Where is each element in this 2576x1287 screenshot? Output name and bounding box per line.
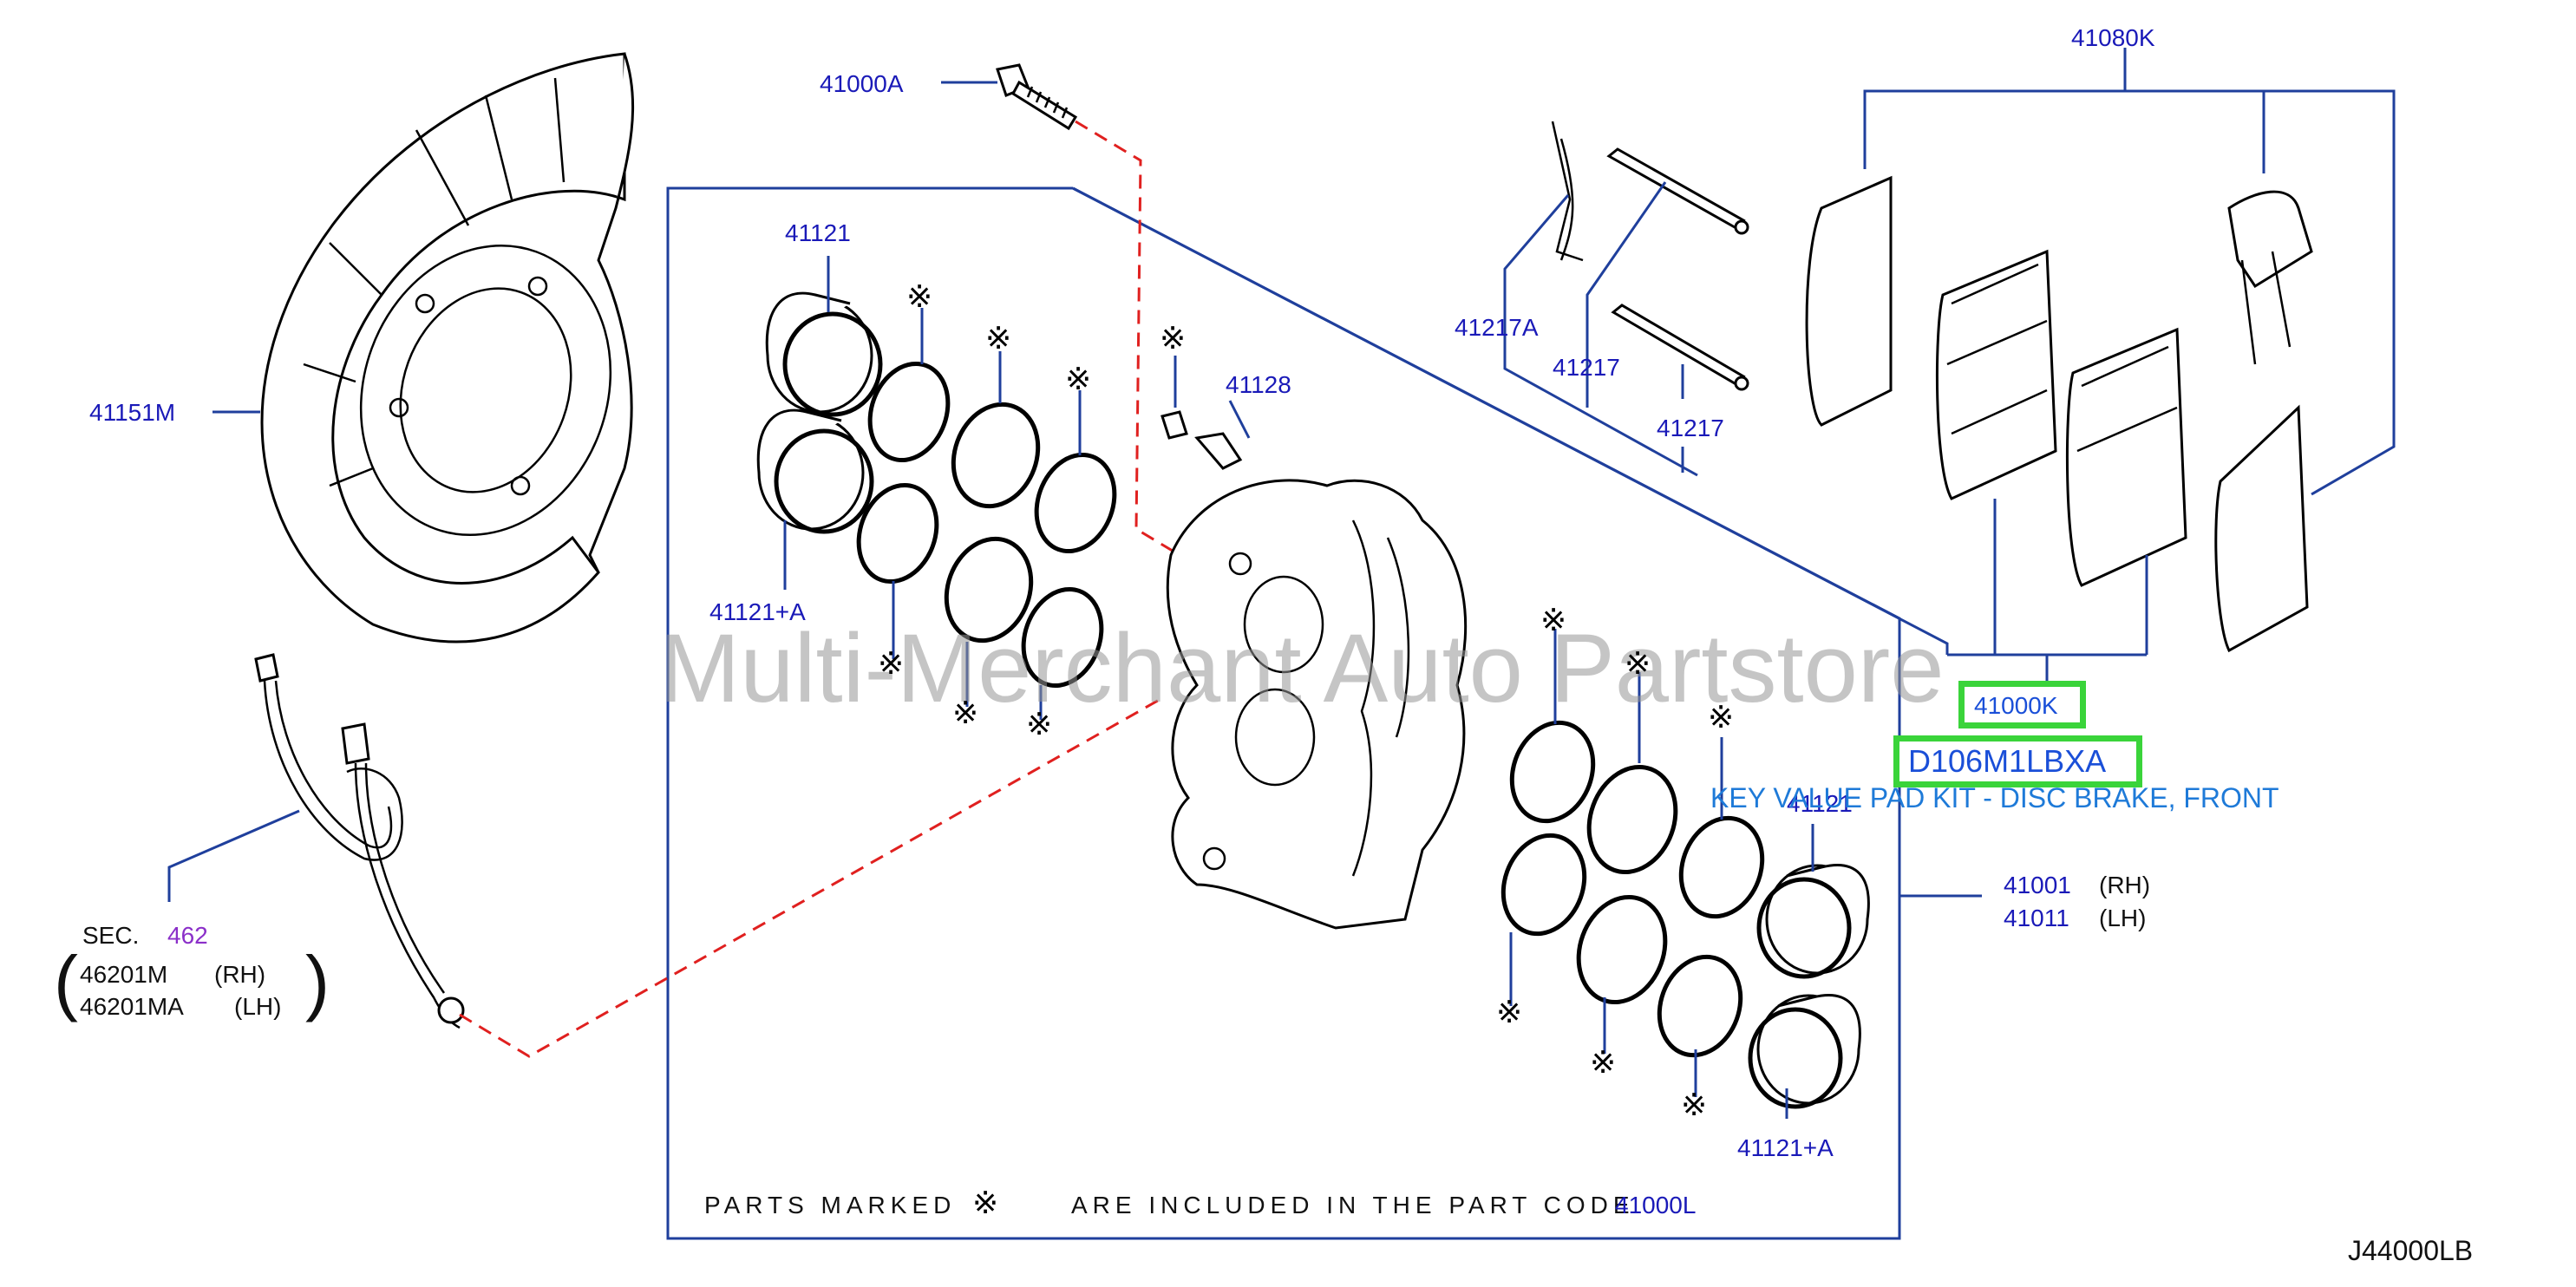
sec-label: SEC. [82,922,140,949]
brake-hose-part [254,653,465,1029]
marker-symbol-6: ※ [952,696,979,731]
marker-symbol-13: ※ [1681,1088,1708,1123]
callout-41001[interactable]: 41001 [2004,872,2071,898]
caliper-housing-part [1166,479,1468,930]
footer-note-prefix: PARTS MARKED [704,1192,957,1218]
marker-symbol-3: ※ [1065,362,1092,397]
label-lh-hose: (LH) [234,993,282,1020]
label-lh: (LH) [2099,905,2147,931]
bleeder-screw-part [1161,410,1243,470]
highlight-box-oem[interactable] [1893,735,2142,787]
marker-symbol-5: ※ [878,646,905,682]
pins-and-clips [1551,121,1749,391]
highlight-part-number[interactable]: 41000K [1974,692,2058,719]
callout-41217-b[interactable]: 41217 [1657,415,1724,441]
callout-41151M[interactable]: 41151M [89,399,176,426]
piston-lower-left [756,408,874,534]
pad-kit-parts [1805,175,2313,653]
marker-leaders-left [892,308,1082,720]
callout-41217-a[interactable]: 41217 [1553,354,1620,381]
marker-symbol-11: ※ [1496,995,1523,1030]
dust-shield-part [260,52,635,644]
label-rh: (RH) [2099,872,2151,898]
callout-41000A[interactable]: 41000A [820,70,904,97]
footer-note-suffix: ARE INCLUDED IN THE PART CODE [1071,1192,1635,1218]
paren-close: ) [305,941,330,1022]
piston-upper-left [765,291,883,417]
sec-link-462[interactable]: 462 [167,922,208,949]
callout-41121A-left[interactable]: 41121+A [709,598,806,625]
mounting-bolt-part [996,63,1078,131]
callout-41217A[interactable]: 41217A [1455,314,1539,341]
marker-symbol-9: ※ [1625,646,1651,682]
callout-41121-right-overlap[interactable]: 41121 [1787,790,1853,817]
leader-hose [167,809,300,902]
callout-41121[interactable]: 41121 [785,219,851,246]
callout-41128[interactable]: 41128 [1226,371,1291,398]
marker-leaders-right [1509,629,1982,1119]
label-rh-hose: (RH) [214,961,266,988]
dashed-hose-line [459,696,1163,1058]
marker-symbol-4: ※ [1160,321,1187,356]
footer-note-code[interactable]: 41000L [1615,1192,1697,1218]
callout-41080K[interactable]: 41080K [2071,24,2155,51]
highlight-description: KEY VALUE PAD KIT - DISC BRAKE, FRONT [1710,782,2279,813]
caliper-assembly-frame [666,186,1949,1240]
highlight-oem-code[interactable]: D106M1LBXA [1908,743,2107,779]
leaders-pad-kit [1863,48,2396,689]
watermark-text: Multi-Merchant Auto Partstore [659,614,1945,722]
paren-open: ( [54,941,78,1022]
callout-46201M[interactable]: 46201M [80,961,168,988]
marker-symbol-7: ※ [1026,707,1053,742]
callout-41121A-right[interactable]: 41121+A [1737,1134,1834,1161]
leader-41128-b [1228,400,1251,439]
highlight-box-41000K[interactable] [1958,681,2086,728]
diagram-id: J44000LB [2348,1235,2474,1266]
seal-rings-left [856,361,1117,689]
leaders-pins [1503,181,1698,477]
callout-46201MA[interactable]: 46201MA [80,993,184,1020]
marker-symbol-10: ※ [1708,700,1735,735]
marker-symbol-1: ※ [906,279,933,315]
callout-41011[interactable]: 41011 [2004,905,2069,931]
dashed-bolt-line [1075,120,1180,557]
marker-symbol-2: ※ [985,321,1012,356]
footer-note-symbol: ※ [972,1186,999,1221]
seal-rings-right [1500,720,1765,1058]
marker-symbol-8: ※ [1540,603,1567,638]
marker-symbol-12: ※ [1590,1045,1617,1081]
pistons-right [1748,864,1870,1109]
